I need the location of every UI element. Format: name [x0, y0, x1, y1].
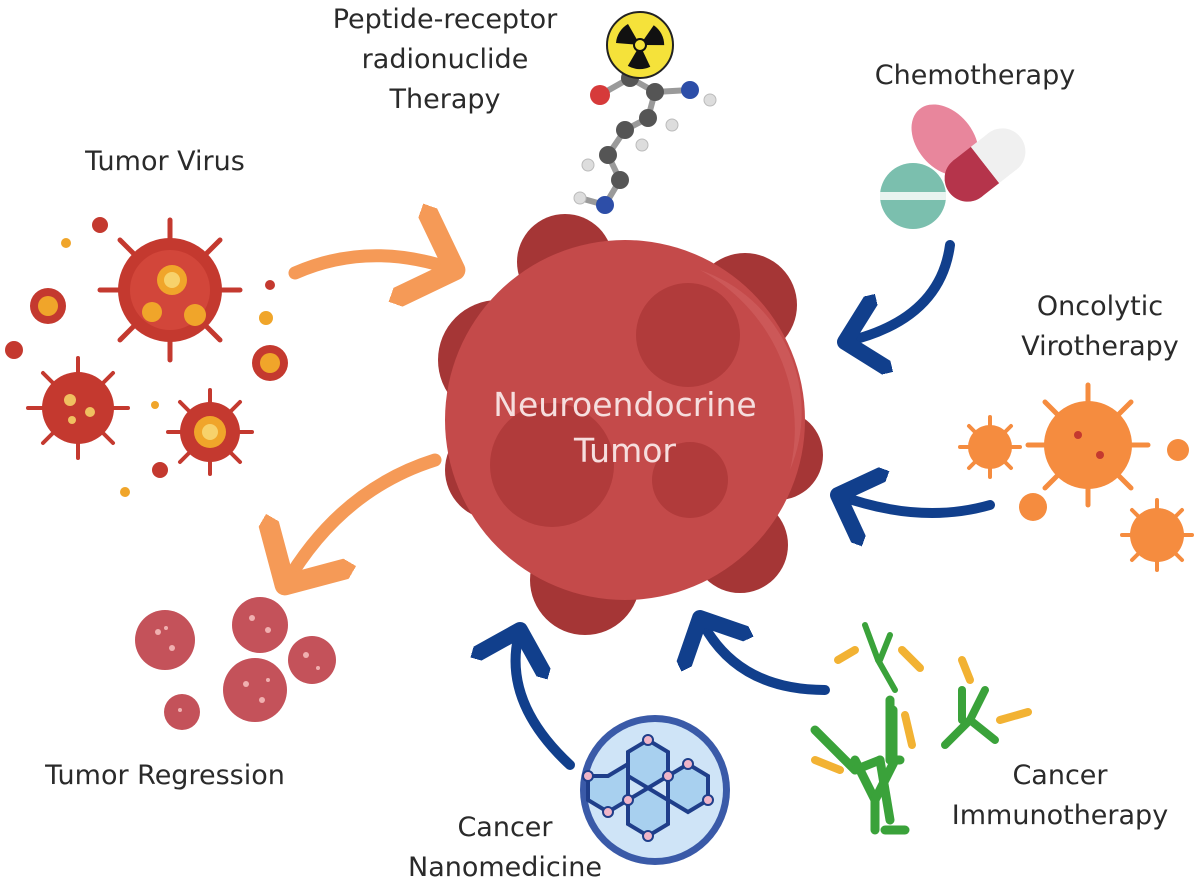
- capsule-icon: [944, 128, 1026, 202]
- center-label-line1: Neuroendocrine: [493, 385, 757, 424]
- arrow-tumor-virus: [288, 256, 455, 273]
- oncolytic-label-line1: Oncolytic: [1036, 291, 1164, 322]
- prrt-label: Peptide-receptor radionuclide Therapy: [325, 0, 565, 120]
- virus-icon: [958, 382, 1194, 572]
- immunotherapy-label-line2: Immunotherapy: [951, 800, 1169, 831]
- immunotherapy-label: Cancer Immunotherapy: [935, 756, 1185, 836]
- nanoparticle-icon: [580, 715, 730, 865]
- virus-icon: [5, 217, 288, 497]
- regression-label: Tumor Regression: [30, 756, 300, 796]
- tumor-icon: [438, 214, 823, 635]
- arrow-oncolytic: [838, 495, 995, 513]
- regression-label-line1: Tumor Regression: [45, 760, 285, 791]
- chemotherapy-label-line1: Chemotherapy: [874, 60, 1076, 91]
- arrow-chemotherapy: [845, 240, 955, 342]
- immunotherapy-label-line1: Cancer: [1012, 760, 1108, 791]
- nanomedicine-label-line1: Cancer: [457, 812, 553, 843]
- center-label-line2: Tumor: [574, 431, 676, 470]
- tumor-virus-label-line1: Tumor Virus: [85, 146, 245, 177]
- antibody-icon: [810, 622, 1032, 835]
- nanomedicine-label: Cancer Nanomedicine: [395, 808, 615, 888]
- prrt-label-line2: radionuclide: [361, 44, 529, 75]
- oncolytic-label: Oncolytic Virotherapy: [1005, 287, 1195, 367]
- arrow-regression: [285, 453, 442, 585]
- radiation-icon: [606, 11, 674, 79]
- nanomedicine-label-line2: Nanomedicine: [408, 852, 602, 883]
- cell-icon: [135, 597, 336, 730]
- prrt-label-line3: Therapy: [389, 84, 501, 115]
- oncolytic-label-line2: Virotherapy: [1021, 331, 1179, 362]
- arrow-nanomedicine: [516, 630, 575, 770]
- prrt-label-line1: Peptide-receptor: [332, 4, 558, 35]
- arrow-immunotherapy: [700, 618, 830, 695]
- molecule-icon: [573, 50, 717, 214]
- chemotherapy-label: Chemotherapy: [855, 56, 1095, 96]
- tumor-virus-label: Tumor Virus: [60, 142, 270, 182]
- center-label: Neuroendocrine Tumor: [460, 382, 790, 474]
